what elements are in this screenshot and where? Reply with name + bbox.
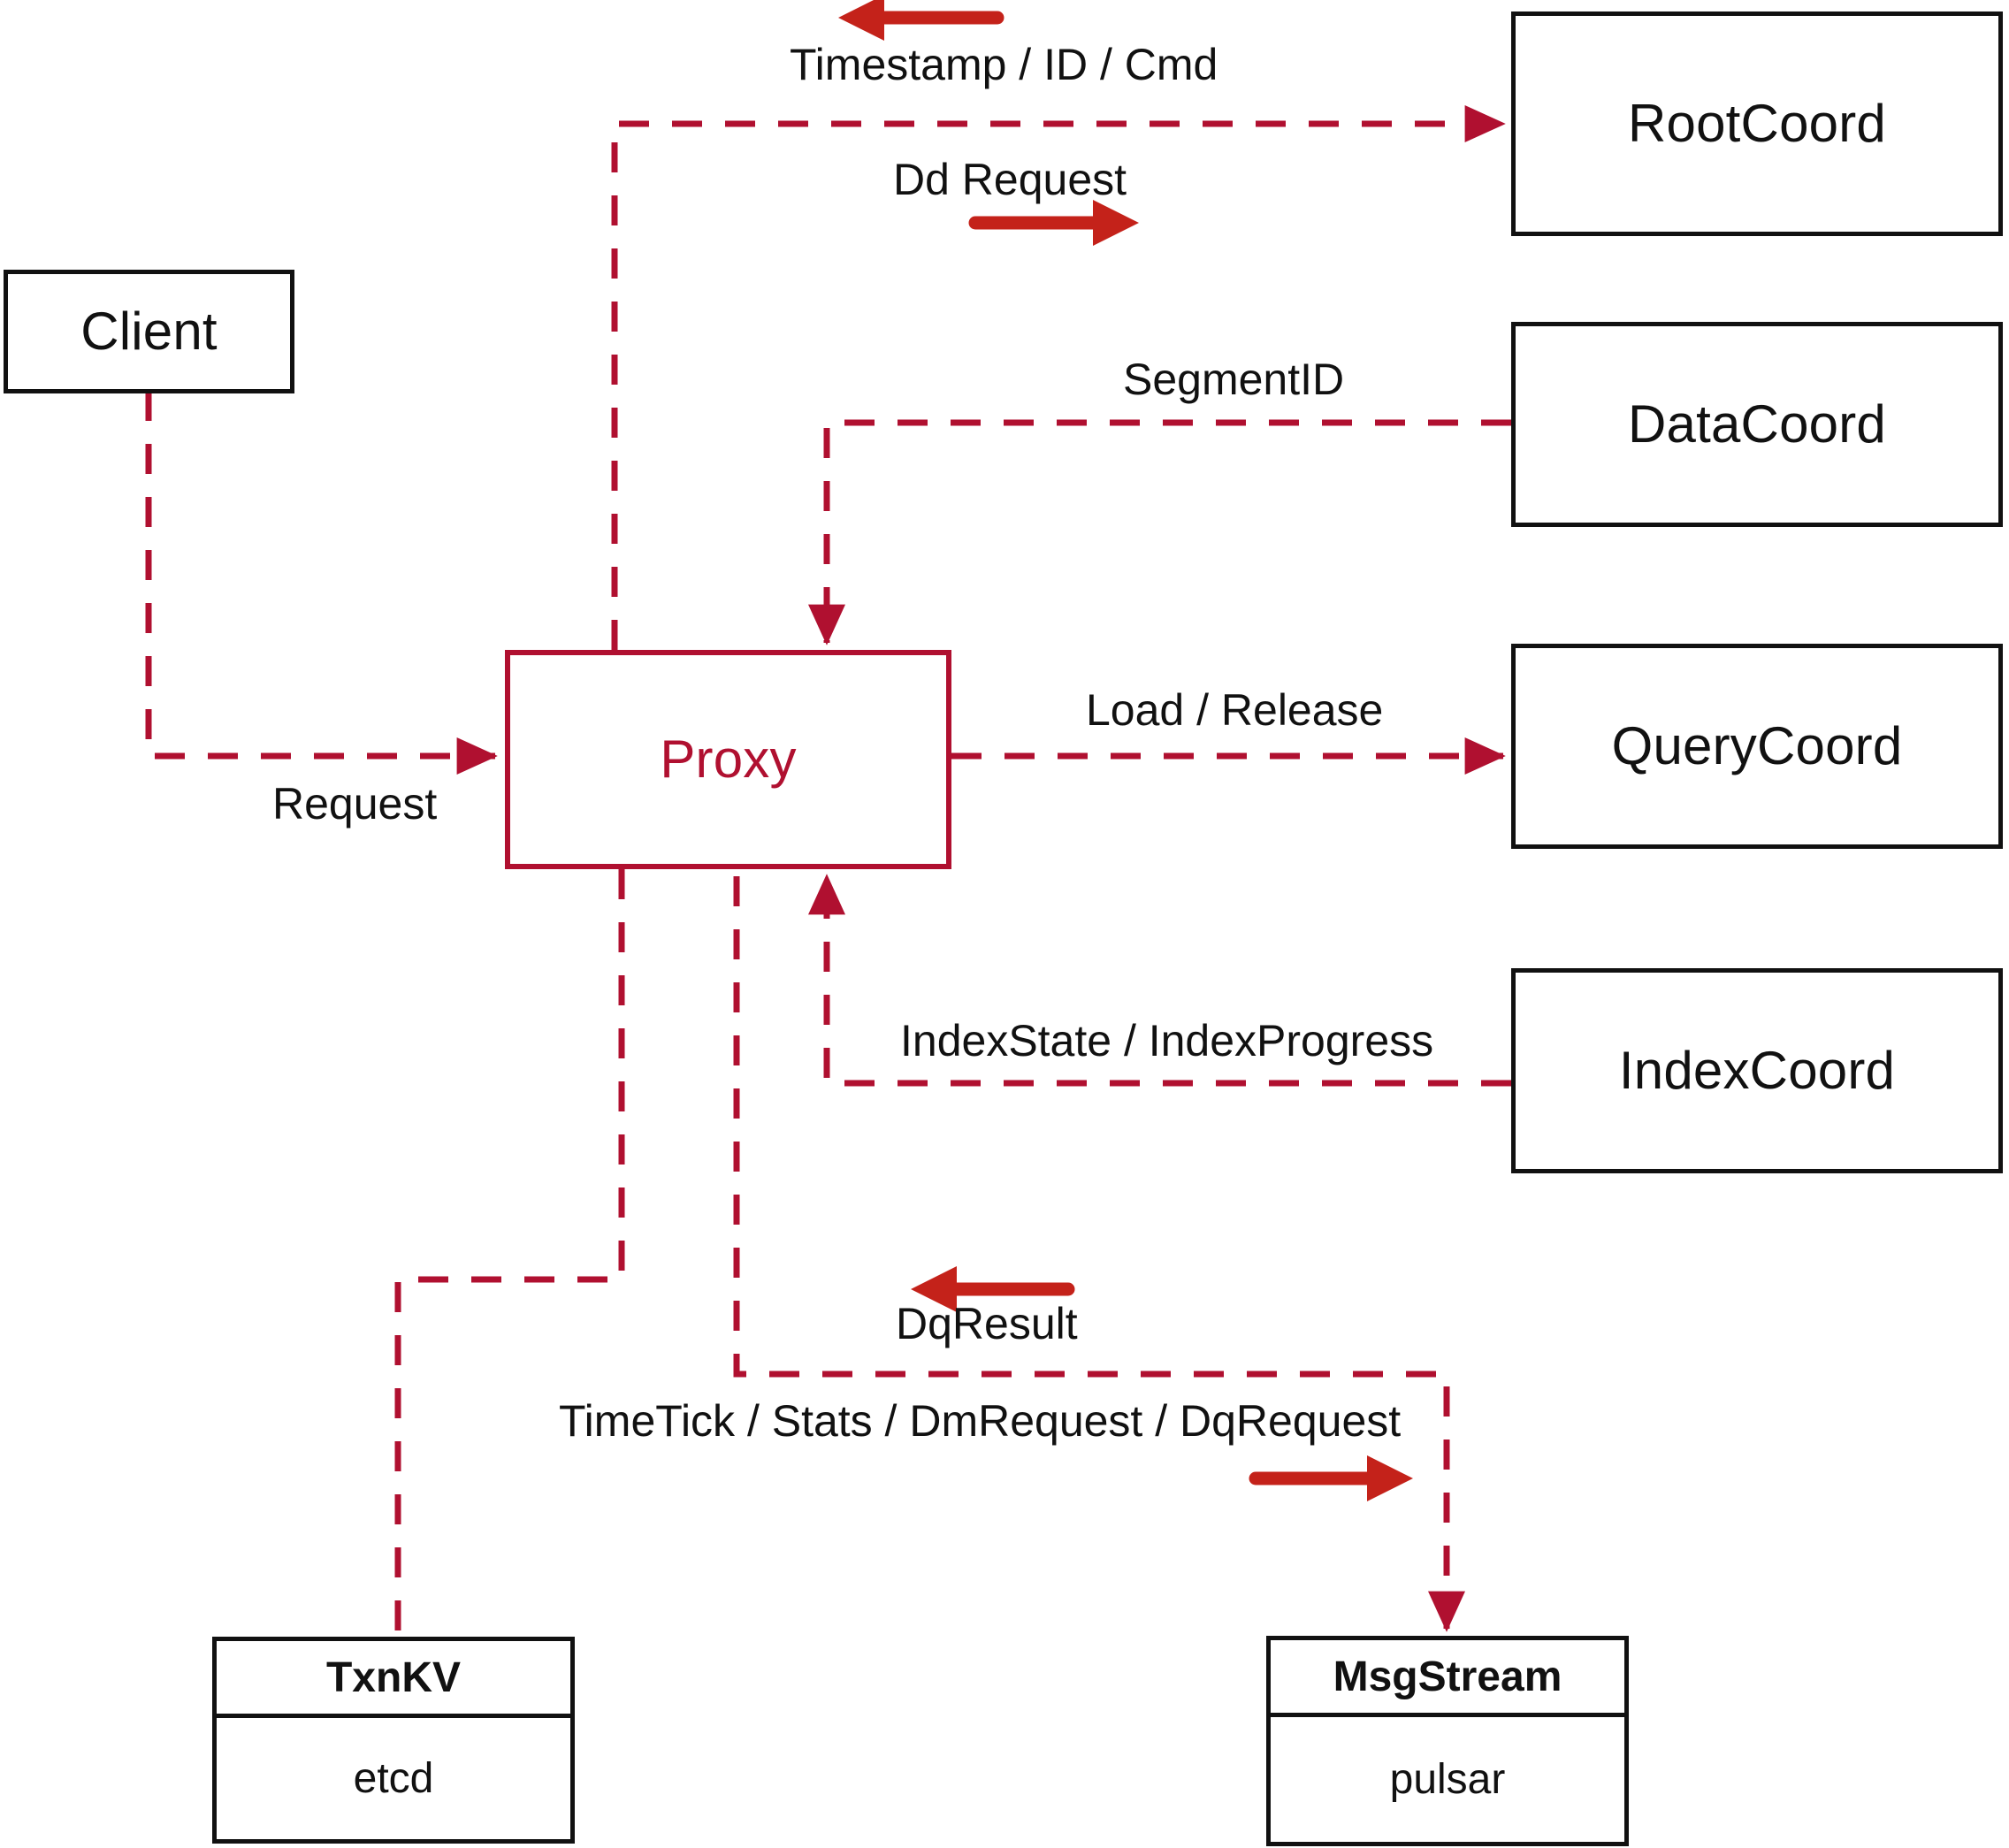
node-msgstream-title: MsgStream [1333,1653,1562,1700]
node-datacoord-label: DataCoord [1628,394,1886,454]
node-client[interactable]: Client [4,270,294,393]
edge-client-to-proxy [145,391,498,775]
edge-label-request: Request [272,779,438,829]
edge-datacoord-to-proxy [808,419,1511,645]
accent-arrow-timetick [1249,1455,1413,1501]
edge-proxy-to-rootcoord [611,105,1506,650]
node-datacoord[interactable]: DataCoord [1511,322,2003,527]
node-msgstream-header: MsgStream [1271,1640,1624,1717]
node-txnkv-body: etcd [217,1718,570,1839]
node-msgstream-impl: pulsar [1389,1756,1506,1803]
node-txnkv[interactable]: TxnKV etcd [212,1637,575,1844]
edge-label-index-state-progress: IndexState / IndexProgress [900,1016,1434,1065]
node-client-label: Client [80,302,218,361]
node-querycoord-label: QueryCoord [1611,716,1903,775]
edge-label-dqresult: DqResult [896,1299,1078,1348]
accent-arrow-dd-request [968,200,1139,246]
node-txnkv-header: TxnKV [217,1641,570,1718]
edge-indexcoord-to-proxy [808,874,1511,1087]
node-txnkv-impl: etcd [353,1755,434,1802]
node-rootcoord-label: RootCoord [1628,94,1886,153]
edge-label-dd-request: Dd Request [893,155,1127,204]
node-rootcoord[interactable]: RootCoord [1511,11,2003,236]
accent-arrow-timestamp [838,0,1004,41]
node-indexcoord-label: IndexCoord [1618,1041,1896,1100]
edge-label-timestamp-id-cmd: Timestamp / ID / Cmd [790,40,1218,89]
edge-label-segment-id: SegmentID [1123,355,1345,404]
edge-label-timetick-stats: TimeTick / Stats / DmRequest / DqRequest [559,1396,1402,1446]
node-msgstream-body: pulsar [1271,1717,1624,1842]
node-proxy-label: Proxy [660,729,797,789]
node-proxy[interactable]: Proxy [505,650,951,869]
edge-proxy-to-msgstream [733,876,1465,1632]
node-msgstream[interactable]: MsgStream pulsar [1266,1636,1629,1846]
node-txnkv-title: TxnKV [325,1653,461,1701]
node-indexcoord[interactable]: IndexCoord [1511,968,2003,1173]
node-querycoord[interactable]: QueryCoord [1511,644,2003,849]
accent-arrow-dqresult [911,1266,1075,1312]
edge-proxy-to-txnkv [394,869,625,1637]
edge-label-load-release: Load / Release [1086,685,1384,735]
